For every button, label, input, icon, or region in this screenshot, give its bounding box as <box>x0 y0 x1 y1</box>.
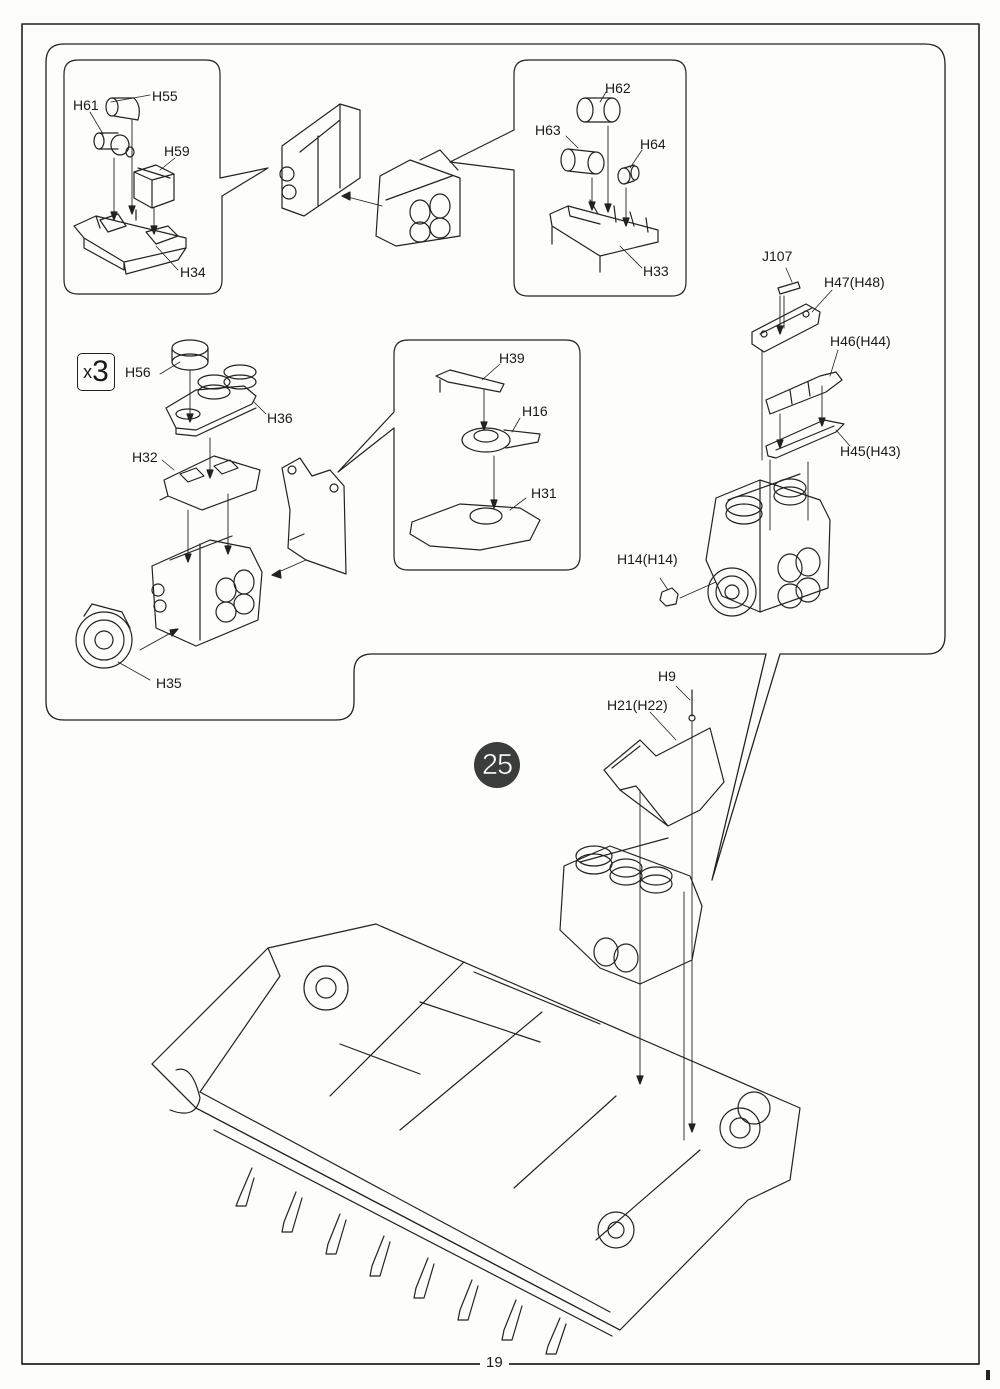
part-H34-drawing <box>73 209 187 275</box>
engine-block-small-drawing <box>375 149 461 247</box>
suspension-arms-drawing <box>235 1167 567 1355</box>
part-H45-drawing <box>765 419 845 459</box>
label-H61: H61 <box>73 97 99 113</box>
step-number: 25 <box>481 749 514 782</box>
engine-assembly-hull-drawing <box>559 837 703 985</box>
quantity-value: 3 <box>92 355 109 388</box>
quantity-prefix: x <box>83 362 93 382</box>
label-H47-H48: H47(H48) <box>824 274 885 290</box>
label-H16: H16 <box>522 403 548 419</box>
part-H35-drawing <box>75 603 133 669</box>
quantity-multiplier-box: x3 <box>77 353 115 391</box>
label-H31: H31 <box>531 485 557 501</box>
part-H56-drawing <box>171 339 209 371</box>
label-H14-H14: H14(H14) <box>617 551 678 567</box>
part-H62-drawing <box>576 97 621 123</box>
part-H32-drawing <box>159 455 261 511</box>
label-H32: H32 <box>132 449 158 465</box>
part-H55-drawing <box>105 97 140 121</box>
label-H35: H35 <box>156 675 182 691</box>
step-number-badge: 25 <box>474 742 520 788</box>
main-callout-panel <box>45 43 946 881</box>
label-H55: H55 <box>152 88 178 104</box>
label-J107: J107 <box>762 248 793 264</box>
part-H31-drawing <box>409 503 541 551</box>
label-H59: H59 <box>164 143 190 159</box>
label-H36: H36 <box>267 410 293 426</box>
engine-block-left-drawing <box>151 535 263 647</box>
label-H34: H34 <box>180 264 206 280</box>
part-H16-drawing <box>461 427 541 453</box>
part-J107-drawing <box>777 281 801 295</box>
callout-box-middle <box>337 339 581 571</box>
hull-drawing <box>151 923 801 1337</box>
callout-box-top-left <box>63 59 269 295</box>
part-H36-drawing <box>165 364 257 437</box>
label-H33: H33 <box>643 263 669 279</box>
label-H46-H44: H46(H44) <box>830 333 891 349</box>
part-H61-drawing <box>93 132 135 158</box>
part-H9-drawing <box>688 689 696 722</box>
engine-assembly-right-drawing <box>705 473 831 617</box>
part-H59-drawing <box>133 164 175 209</box>
part-H39-drawing <box>435 369 505 393</box>
label-H21-H22: H21(H22) <box>607 697 668 713</box>
part-H47-drawing <box>751 303 821 353</box>
label-H64: H64 <box>640 136 666 152</box>
label-H39: H39 <box>499 350 525 366</box>
page-number: 19 <box>480 1354 509 1371</box>
part-H46-drawing <box>765 371 843 415</box>
callout-box-top-right <box>449 59 687 297</box>
label-H45-H43: H45(H43) <box>840 443 901 459</box>
part-H64-drawing <box>617 164 640 185</box>
label-H63: H63 <box>535 122 561 138</box>
part-H33-drawing <box>549 199 659 273</box>
page-frame <box>21 23 980 1365</box>
part-H63-drawing <box>560 148 605 175</box>
label-H9: H9 <box>658 668 676 684</box>
label-H56: H56 <box>125 364 151 380</box>
label-H62: H62 <box>605 80 631 96</box>
radiator-left-drawing <box>279 103 361 217</box>
timing-cover-drawing <box>281 457 347 575</box>
part-H14-drawing <box>659 587 679 607</box>
part-H21-drawing <box>603 727 725 827</box>
